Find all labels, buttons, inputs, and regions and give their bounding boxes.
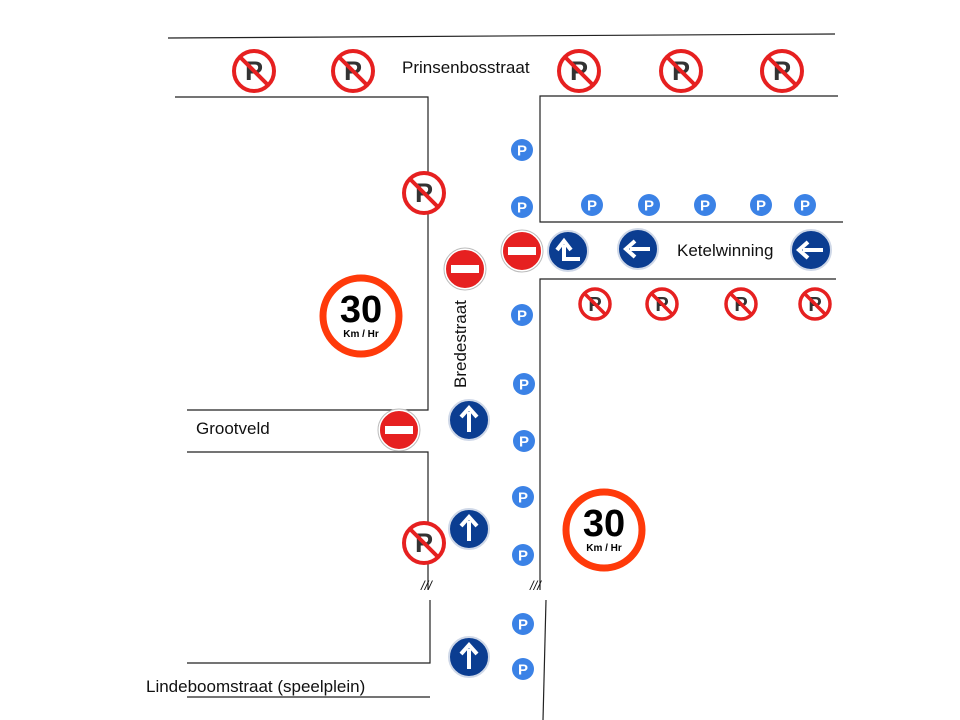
parking-icon: P — [750, 194, 772, 216]
street-label-prinsenbosstraat: Prinsenbosstraat — [402, 58, 530, 77]
left-arrow-icon — [789, 228, 833, 272]
parking-icon: P — [694, 194, 716, 216]
svg-text:P: P — [644, 198, 654, 215]
speed-limit-sign: 30 Km / Hr — [319, 274, 403, 358]
no-parking-icon — [557, 49, 601, 93]
svg-text:P: P — [518, 490, 528, 507]
speed-limit-value: 30 — [583, 503, 625, 545]
street-label-ketelwinning: Ketelwinning — [677, 241, 773, 260]
no-entry-icon — [377, 408, 421, 452]
up-arrow-icon — [447, 507, 491, 551]
svg-text:P: P — [518, 662, 528, 679]
parking-icon: P — [513, 373, 535, 395]
road-break-mark: /// — [420, 578, 433, 593]
parking-signs: P P P P P P P P P P P P P P — [511, 139, 816, 680]
svg-text:P: P — [518, 617, 528, 634]
no-parking-icon — [402, 521, 446, 565]
parking-icon: P — [513, 430, 535, 452]
street-label-lindeboomstraat: Lindeboomstraat (speelplein) — [146, 677, 365, 696]
parking-icon: P — [511, 304, 533, 326]
speed-limit-unit: Km / Hr — [343, 329, 379, 340]
no-parking-icon — [724, 287, 758, 321]
parking-icon: P — [511, 196, 533, 218]
parking-icon: P — [794, 194, 816, 216]
parking-icon: P — [512, 486, 534, 508]
no-parking-icon — [798, 287, 832, 321]
parking-icon: P — [638, 194, 660, 216]
speed-limit-unit: Km / Hr — [586, 543, 622, 554]
no-entry-icon — [443, 247, 487, 291]
turn-arrow-icon — [546, 229, 590, 273]
road-lines — [167, 33, 843, 720]
speed-limit-value: 30 — [340, 289, 382, 331]
street-label-bredestraat: Bredestraat — [451, 300, 470, 388]
svg-text:P: P — [517, 200, 527, 217]
no-parking-icon — [760, 49, 804, 93]
street-label-grootveld: Grootveld — [196, 419, 270, 438]
svg-text:P: P — [587, 198, 597, 215]
parking-icon: P — [511, 139, 533, 161]
parking-icon: P — [512, 658, 534, 680]
svg-text:P: P — [700, 198, 710, 215]
svg-text:P: P — [519, 434, 529, 451]
no-parking-icon — [645, 287, 679, 321]
svg-text:P: P — [519, 377, 529, 394]
svg-text:P: P — [517, 143, 527, 160]
parking-icon: P — [512, 544, 534, 566]
no-entry-icon — [500, 229, 544, 273]
parking-icon: P — [581, 194, 603, 216]
svg-text:P: P — [517, 308, 527, 325]
no-parking-icon — [578, 287, 612, 321]
svg-text:P: P — [800, 198, 810, 215]
no-parking-icon — [402, 171, 446, 215]
speed-limit-sign: 30 Km / Hr — [562, 488, 646, 572]
svg-text:P: P — [518, 548, 528, 565]
left-arrow-icon — [616, 227, 660, 271]
road-break-mark: /// — [529, 578, 542, 593]
no-parking-icon — [331, 49, 375, 93]
parking-icon: P — [512, 613, 534, 635]
up-arrow-icon — [447, 398, 491, 442]
no-parking-icon — [232, 49, 276, 93]
no-parking-icon — [659, 49, 703, 93]
up-arrow-icon — [447, 635, 491, 679]
svg-text:P: P — [756, 198, 766, 215]
